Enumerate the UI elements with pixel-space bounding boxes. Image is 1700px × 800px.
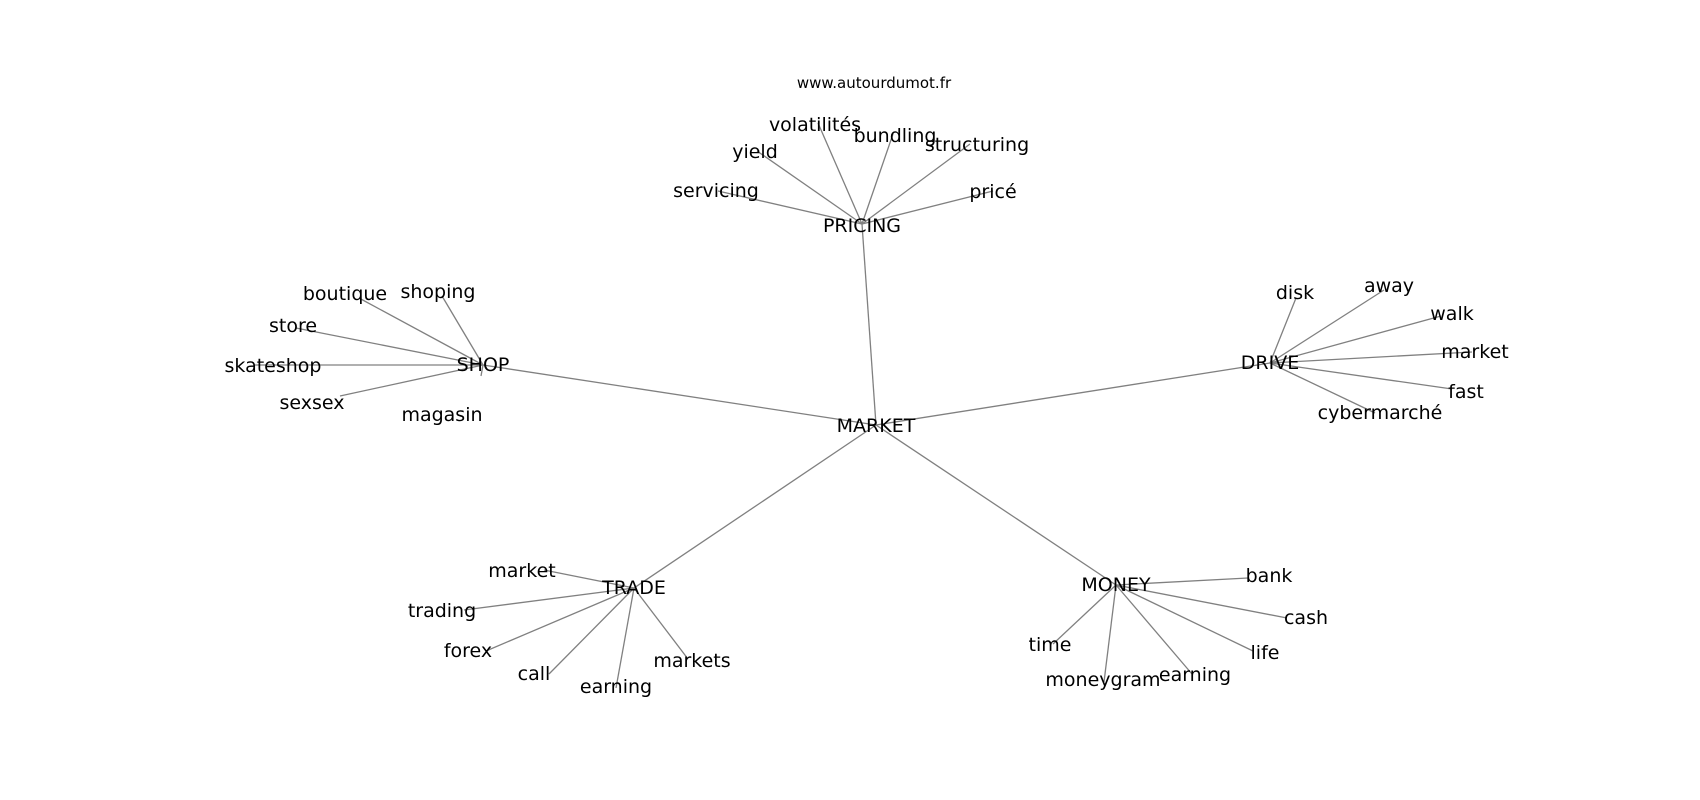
leaf-label-shop-store: store [269,315,317,337]
edge-trade-market [543,569,635,589]
edge-shop-boutique [358,297,484,366]
edge-shop-store [295,327,484,366]
graph-labels: www.autourdumot.fr MARKET PRICING volatil… [225,74,1509,698]
leaf-label-pricing-structuring: structuring [925,134,1029,156]
leaf-label-trade-forex: forex [444,640,492,662]
edge-market-trade [633,424,877,589]
leaf-label-money-life: life [1251,642,1280,664]
leaf-label-money-time: time [1029,634,1072,656]
edge-drive-disk [1269,297,1297,364]
leaf-label-drive-away: away [1364,275,1414,297]
leaf-label-pricing-servicing: servicing [673,180,759,202]
leaf-label-pricing-price: pricé [969,181,1016,203]
leaf-label-shop-magasin: magasin [401,404,482,426]
edge-trade-earning [615,587,635,689]
edge-shop-magasin [480,364,484,377]
leaf-label-drive-walk: walk [1430,303,1473,325]
hub-label-pricing: PRICING [823,215,901,237]
leaf-label-shop-sexsex: sexsex [280,392,345,414]
leaf-label-trade-market: market [488,560,555,582]
edge-pricing-price [861,190,994,225]
leaf-label-pricing-bundling: bundling [854,125,937,147]
edge-pricing-structuring [861,143,971,225]
edge-market-pricing [861,223,877,426]
edge-trade-forex [485,587,635,652]
edge-trade-markets [633,587,689,660]
edge-money-moneygram [1103,584,1117,683]
graph-edges [255,122,1473,689]
leaf-label-drive-market: market [1441,341,1508,363]
edge-drive-away [1269,289,1385,364]
edge-market-shop [482,364,877,426]
edge-drive-walk [1269,315,1442,364]
edge-money-cash [1115,584,1288,619]
hub-label-shop: SHOP [457,354,510,376]
edge-pricing-yield [756,150,863,225]
leaf-label-pricing-volatilites: volatilités [769,114,861,136]
site-watermark: www.autourdumot.fr [797,74,952,92]
edge-money-time [1052,584,1117,645]
leaf-label-money-cash: cash [1284,607,1328,629]
leaf-label-money-bank: bank [1246,565,1293,587]
leaf-label-drive-cybermarche: cybermarché [1318,402,1443,424]
leaf-label-drive-disk: disk [1276,282,1314,304]
leaf-label-trade-call: call [518,663,551,685]
edge-drive-cybermarche [1269,362,1376,414]
edge-money-bank [1115,577,1249,586]
leaf-label-shop-skateshop: skateshop [225,355,322,377]
edge-shop-shoping [441,295,484,366]
edge-pricing-bundling [861,133,894,225]
edge-drive-market [1269,351,1473,364]
edge-trade-trading [463,587,635,611]
leaf-label-money-earning: earning [1159,664,1231,686]
edge-money-life [1115,584,1254,652]
edge-pricing-volatilites [817,122,863,225]
leaf-label-money-moneygram: moneygram [1045,669,1160,691]
leaf-label-pricing-yield: yield [732,141,778,163]
center-node-label: MARKET [837,415,916,437]
edge-trade-call [548,587,635,675]
leaf-label-shop-boutique: boutique [303,283,387,305]
edge-money-earning [1115,584,1193,675]
hub-label-money: MONEY [1081,574,1151,596]
hub-label-trade: TRADE [601,577,666,599]
leaf-label-trade-trading: trading [408,600,476,622]
leaf-label-shop-shoping: shoping [400,281,475,303]
edge-shop-sexsex [339,364,484,397]
edge-market-drive [875,362,1271,426]
leaf-label-trade-markets: markets [653,650,730,672]
leaf-label-trade-earning: earning [580,676,652,698]
edge-drive-fast [1269,362,1453,390]
edge-pricing-servicing [717,190,863,225]
edge-market-money [875,424,1117,586]
leaf-label-drive-fast: fast [1448,381,1484,403]
hub-label-drive: DRIVE [1241,352,1299,374]
